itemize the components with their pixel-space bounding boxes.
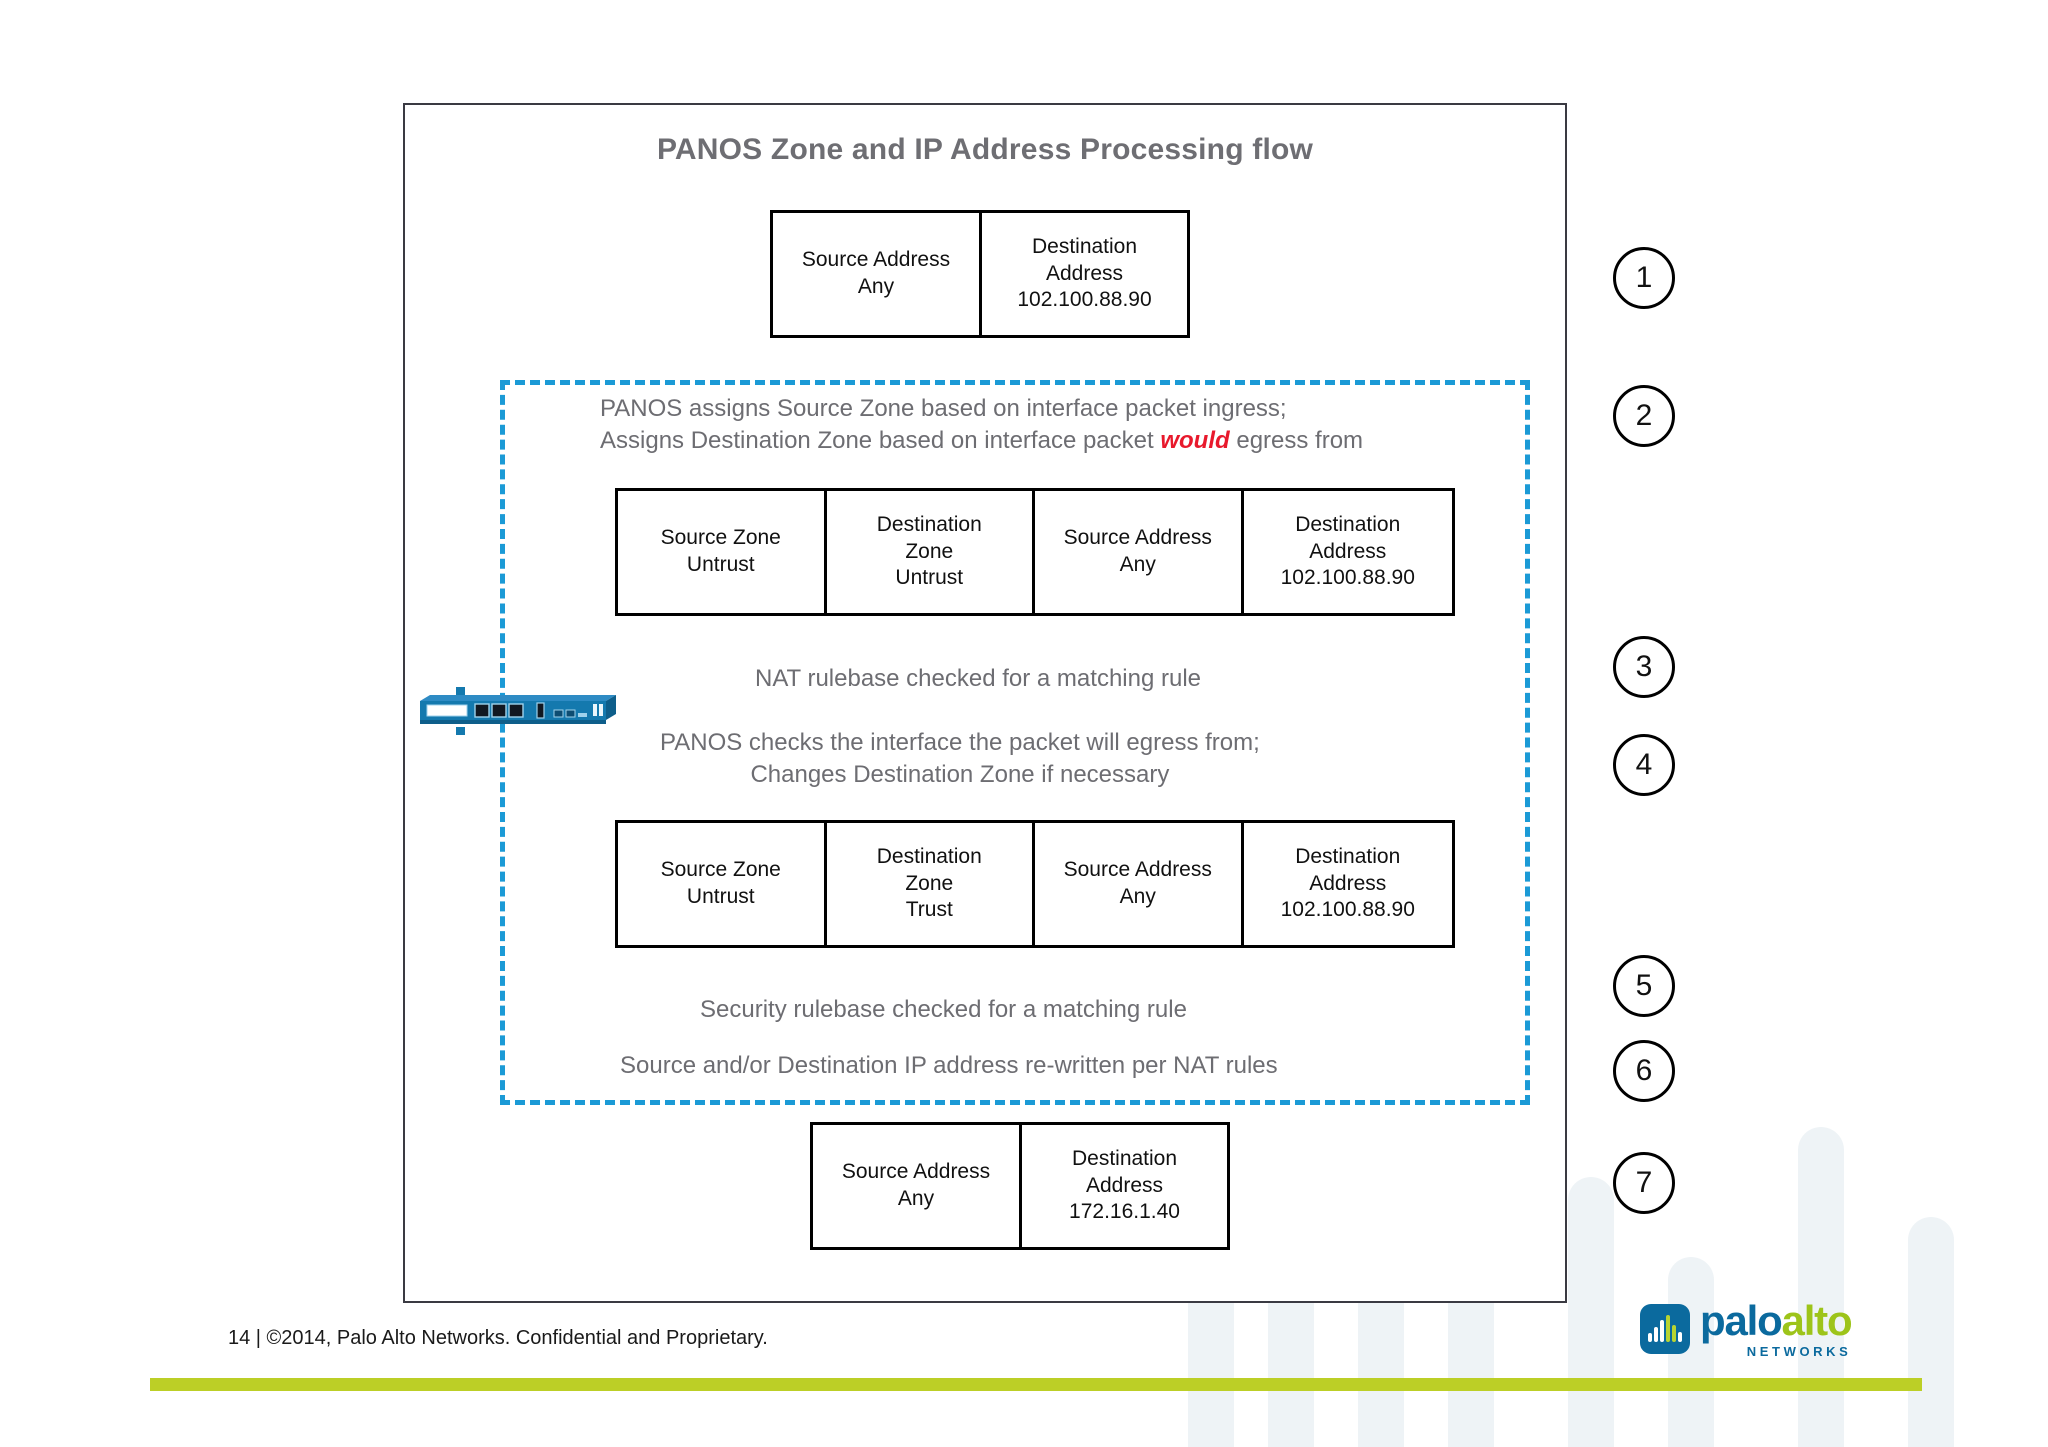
post-nat-packet-table: Source Zone Untrust Destination Zone Tru… [615,820,1455,948]
cell-line: Trust [905,898,953,922]
note-zone-assignment: PANOS assigns Source Zone based on inter… [600,393,1363,458]
step-marker-2: 2 [1613,385,1675,447]
cell-line: Any [1119,553,1156,576]
cell-line: Any [857,275,895,298]
step-marker-6: 6 [1613,1040,1675,1102]
logo-wordmark: paloalto NETWORKS [1700,1297,1853,1359]
cell-line: Destination [1071,1146,1178,1170]
note-line: PANOS checks the interface the packet wi… [660,729,1260,756]
cell-line: Address [1309,539,1387,563]
cell-line: Any [897,1187,935,1210]
firewall-appliance-icon [420,687,616,735]
step-marker-7: 7 [1613,1152,1675,1214]
cell-destination-address: Destination Address 102.100.88.90 [982,213,1187,335]
step-marker-1: 1 [1613,247,1675,309]
cell-line: Destination [876,844,982,868]
note-line: PANOS assigns Source Zone based on inter… [600,395,1287,422]
cell-line: 102.100.88.90 [1280,898,1415,922]
cell-line: Source Address [841,1160,991,1184]
cell-line: 102.100.88.90 [1017,288,1152,312]
pre-nat-packet-table: Source Zone Untrust Destination Zone Unt… [615,488,1455,616]
cell-source-address: Source Address Any [1035,491,1244,613]
cell-line: Address [1045,261,1124,285]
cell-destination-zone: Destination Zone Untrust [827,491,1035,613]
note-nat-rewrite: Source and/or Destination IP address re-… [620,1052,1278,1079]
note-nat-rulebase: NAT rulebase checked for a matching rule [755,665,1202,692]
cell-line: Untrust [686,553,755,576]
cell-line: Source Zone [660,526,781,550]
cell-line: Source Address [801,248,951,272]
page-title: PANOS Zone and IP Address Processing flo… [656,133,1314,166]
cell-line: Address [1309,871,1387,895]
processing-region [500,380,1530,1105]
step-marker-4: 4 [1613,734,1675,796]
cell-destination-address: Destination Address 102.100.88.90 [1244,491,1452,613]
cell-line: Source Address [1063,858,1212,882]
cell-line: Source Address [1063,526,1212,550]
logo-word-alto: alto [1781,1297,1853,1344]
cell-line: Any [1119,885,1156,908]
cell-source-zone: Source Zone Untrust [618,491,827,613]
note-emphasis: would [1160,427,1230,455]
note-security-rulebase: Security rulebase checked for a matching… [700,996,1187,1023]
cell-line: Destination [876,512,982,536]
note-line: Changes Destination Zone if necessary [750,761,1170,789]
cell-line: Destination [1295,512,1401,536]
cell-source-address: Source Address Any [1035,823,1244,945]
cell-line: Untrust [895,566,964,590]
cell-line: 102.100.88.90 [1280,566,1415,590]
step-marker-5: 5 [1613,955,1675,1017]
note-line-part: egress from [1229,427,1364,455]
cell-line: 172.16.1.40 [1069,1200,1180,1224]
initial-packet-table: Source Address Any Destination Address 1… [770,210,1190,338]
footer-accent-bar [150,1378,1922,1391]
cell-line: Source Zone [660,858,781,882]
cell-line: Destination [1031,234,1138,258]
logo-mark-icon [1640,1304,1690,1354]
cell-destination-address: Destination Address 172.16.1.40 [1022,1125,1227,1247]
logo-word-palo: palo [1700,1297,1783,1344]
note-egress-interface: PANOS checks the interface the packet wi… [660,727,1260,792]
note-line: Assigns Destination Zone based on interf… [600,425,1363,457]
final-packet-table: Source Address Any Destination Address 1… [810,1122,1230,1250]
step-marker-3: 3 [1613,636,1675,698]
palo-alto-networks-logo: paloalto NETWORKS [1640,1297,1853,1359]
cell-line: Destination [1295,844,1401,868]
cell-destination-zone: Destination Zone Trust [827,823,1035,945]
footer-copyright: 14 | ©2014, Palo Alto Networks. Confiden… [228,1327,768,1349]
cell-line: Address [1085,1173,1164,1197]
cell-line: Zone [905,539,954,563]
logo-title: paloalto [1700,1297,1853,1344]
cell-destination-address: Destination Address 102.100.88.90 [1244,823,1452,945]
note-line-part: Assigns Destination Zone based on interf… [600,427,1161,455]
cell-line: Zone [905,871,954,895]
logo-subtitle: NETWORKS [1746,1344,1852,1359]
cell-source-zone: Source Zone Untrust [618,823,827,945]
cell-source-address: Source Address Any [773,213,982,335]
cell-source-address: Source Address Any [813,1125,1022,1247]
cell-line: Untrust [686,885,755,908]
